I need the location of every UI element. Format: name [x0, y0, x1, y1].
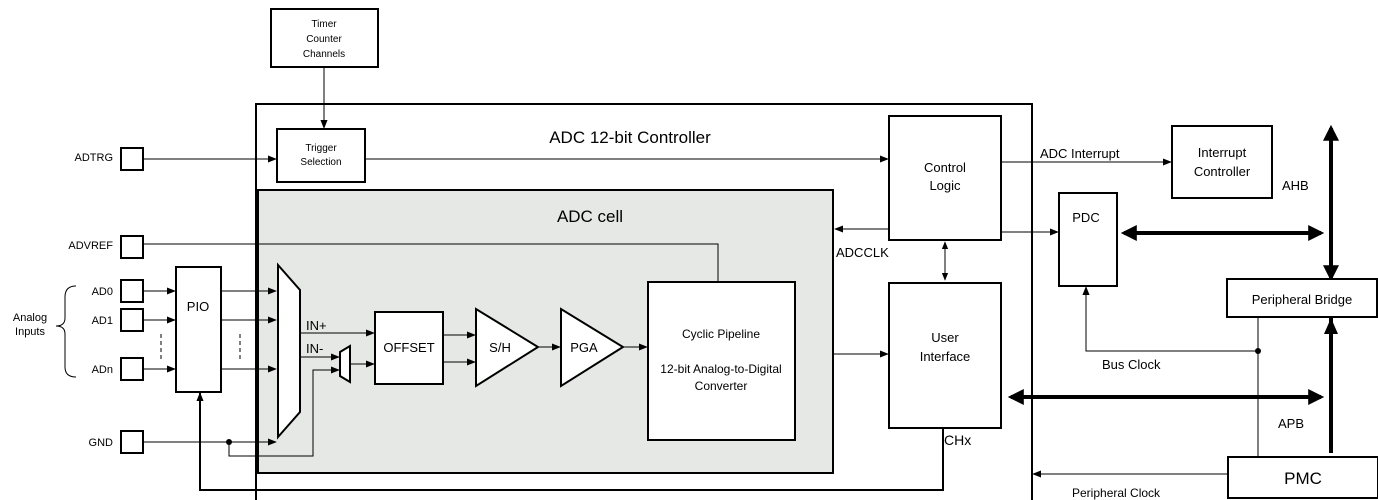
- trigger-label-1: Trigger: [305, 143, 337, 154]
- adcclk-label: ADCCLK: [836, 245, 889, 260]
- advref-pin-label: ADVREF: [68, 240, 113, 252]
- adc-controller-title: ADC 12-bit Controller: [549, 128, 711, 147]
- pga-amp: [560, 307, 625, 388]
- bus-clock-label: Bus Clock: [1102, 357, 1161, 372]
- gnd-to-in-minus-mux: [228, 366, 340, 457]
- pio-label: PIO: [187, 299, 209, 314]
- control-logic-box: [888, 115, 1002, 241]
- advref-pin: [120, 235, 144, 259]
- apb-label: APB: [1278, 416, 1304, 431]
- ahb-label: AHB: [1282, 178, 1309, 193]
- adn-pin: [120, 357, 144, 381]
- bus-clock-to-pdc-arrow: [1082, 286, 1258, 352]
- offset-box: [374, 311, 444, 385]
- offset-label: OFFSET: [383, 340, 434, 355]
- adc-cell-title: ADC cell: [557, 207, 623, 226]
- analog-inputs-brace: [55, 285, 77, 378]
- pipeline-adc-box: [647, 281, 796, 441]
- chx-label: CHx: [944, 432, 971, 448]
- gnd-pin: [120, 430, 144, 454]
- trigger-selection-box: [276, 128, 366, 183]
- ad1-pin: [120, 308, 144, 332]
- pdc-label: PDC: [1072, 210, 1099, 225]
- pipeline-label-1: Cyclic Pipeline: [682, 327, 760, 341]
- adtrg-pin-label: ADTRG: [75, 152, 114, 164]
- timer-label-1: Timer: [311, 19, 337, 30]
- apb-bus-arrowhead: [1324, 318, 1338, 334]
- interrupt-label-2: Controller: [1194, 164, 1251, 179]
- in-minus-label: IN-: [306, 341, 323, 356]
- peripheral-bridge-box: [1226, 278, 1378, 318]
- pdc-box: [1058, 192, 1118, 287]
- timer-label-2: Counter: [306, 34, 342, 45]
- peripheral-clock-label: Peripheral Clock: [1072, 486, 1161, 500]
- sh-label: S/H: [489, 340, 511, 355]
- analog-mux: [277, 262, 301, 440]
- control-label-1: Control: [924, 160, 966, 175]
- adc-interrupt-label: ADC Interrupt: [1040, 146, 1120, 161]
- control-label-2: Logic: [929, 178, 961, 193]
- pmc-label: PMC: [1284, 469, 1322, 488]
- peripheral-bridge-label: Peripheral Bridge: [1252, 292, 1352, 307]
- in-minus-mux: [339, 344, 351, 384]
- analog-inputs-label-1: Analog: [13, 312, 47, 324]
- analog-inputs-label-2: Inputs: [15, 326, 45, 338]
- user-to-pio-feedback: [196, 392, 944, 491]
- user-interface-box: [888, 282, 1002, 429]
- interrupt-label-1: Interrupt: [1198, 145, 1247, 160]
- timer-label-3: Channels: [303, 49, 345, 60]
- in-plus-label: IN+: [306, 318, 327, 333]
- pmc-box: [1227, 456, 1378, 499]
- adtrg-pin: [120, 147, 144, 171]
- ad0-pin-label: AD0: [92, 286, 113, 298]
- sample-hold-amp: [475, 307, 540, 388]
- ad0-pin: [120, 279, 144, 303]
- pipeline-label-2: 12-bit Analog-to-Digital: [660, 362, 781, 376]
- user-label-1: User: [931, 330, 959, 345]
- interrupt-controller-box: [1171, 125, 1273, 199]
- advref-line: [143, 243, 719, 282]
- pio-box: [175, 266, 222, 393]
- pipeline-label-3: Converter: [695, 379, 748, 393]
- gnd-pin-label: GND: [89, 437, 114, 449]
- trigger-label-2: Selection: [300, 157, 341, 168]
- ad1-pin-label: AD1: [92, 315, 113, 327]
- user-label-2: Interface: [920, 349, 971, 364]
- pga-label: PGA: [570, 340, 598, 355]
- adn-pin-label: ADn: [92, 364, 113, 376]
